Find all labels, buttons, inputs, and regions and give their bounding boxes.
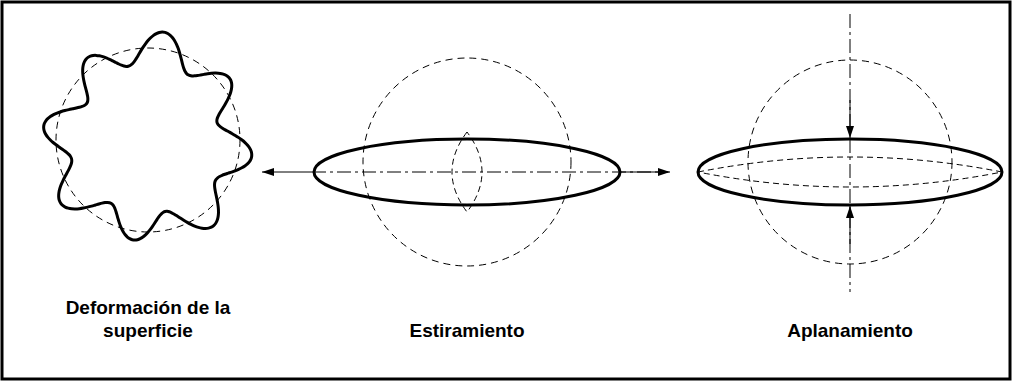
axis-line bbox=[850, 14, 851, 292]
figure-label: Estiramiento bbox=[367, 319, 567, 342]
cross-section bbox=[452, 132, 482, 212]
reference-circle bbox=[363, 58, 571, 266]
stretch-arrow bbox=[620, 172, 670, 173]
cross-section bbox=[698, 157, 1002, 187]
compress-arrow bbox=[850, 100, 851, 138]
deformed-outline bbox=[44, 32, 252, 240]
deformed-drop bbox=[44, 32, 252, 240]
axis-line bbox=[312, 172, 668, 173]
flattened-drop bbox=[698, 139, 1002, 205]
figure-label: Aplanamiento bbox=[750, 319, 950, 342]
stretch-arrow bbox=[262, 172, 312, 173]
compress-arrow bbox=[850, 206, 851, 244]
stretched-drop bbox=[314, 139, 620, 205]
figure-label: Deformación de la superficie bbox=[63, 296, 233, 342]
